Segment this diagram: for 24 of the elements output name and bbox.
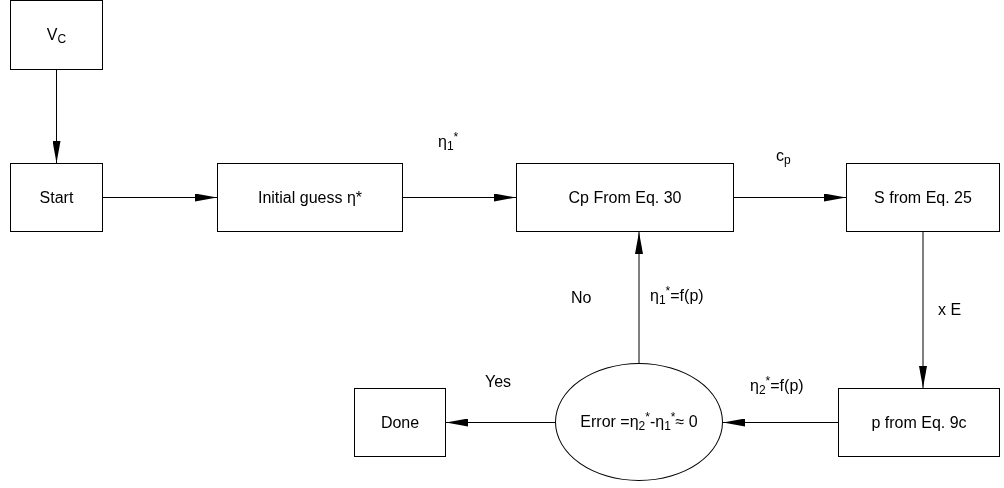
process-box <box>217 163 403 232</box>
process-box <box>354 388 446 457</box>
node-text: V$_{C}$ <box>46 25 67 47</box>
node-text: Done <box>380 412 420 433</box>
node-text: Initial guess η* <box>257 187 363 208</box>
arrow <box>919 231 927 389</box>
node-text: Cp From Eq. 30 <box>568 187 682 208</box>
process-box <box>846 163 1000 232</box>
process-box <box>10 163 103 232</box>
node-text: Start <box>39 187 74 208</box>
arrow <box>733 193 847 202</box>
arrow <box>635 231 643 364</box>
arrow <box>402 193 517 202</box>
node-text: Error =η$_{2}$$^{*}$-η$_{1}$$^{*}$≈ 0 <box>580 410 698 434</box>
arrow <box>52 69 61 164</box>
node-text: S from Eq. 25 <box>874 187 972 208</box>
arrow <box>445 418 556 427</box>
process-box <box>10 0 103 70</box>
process-box <box>516 163 734 232</box>
node-text: p from Eq. 9c <box>871 412 967 433</box>
process-box <box>838 388 1000 457</box>
branch-label: No <box>571 288 592 308</box>
arrow <box>102 193 218 202</box>
arrow <box>722 418 839 427</box>
